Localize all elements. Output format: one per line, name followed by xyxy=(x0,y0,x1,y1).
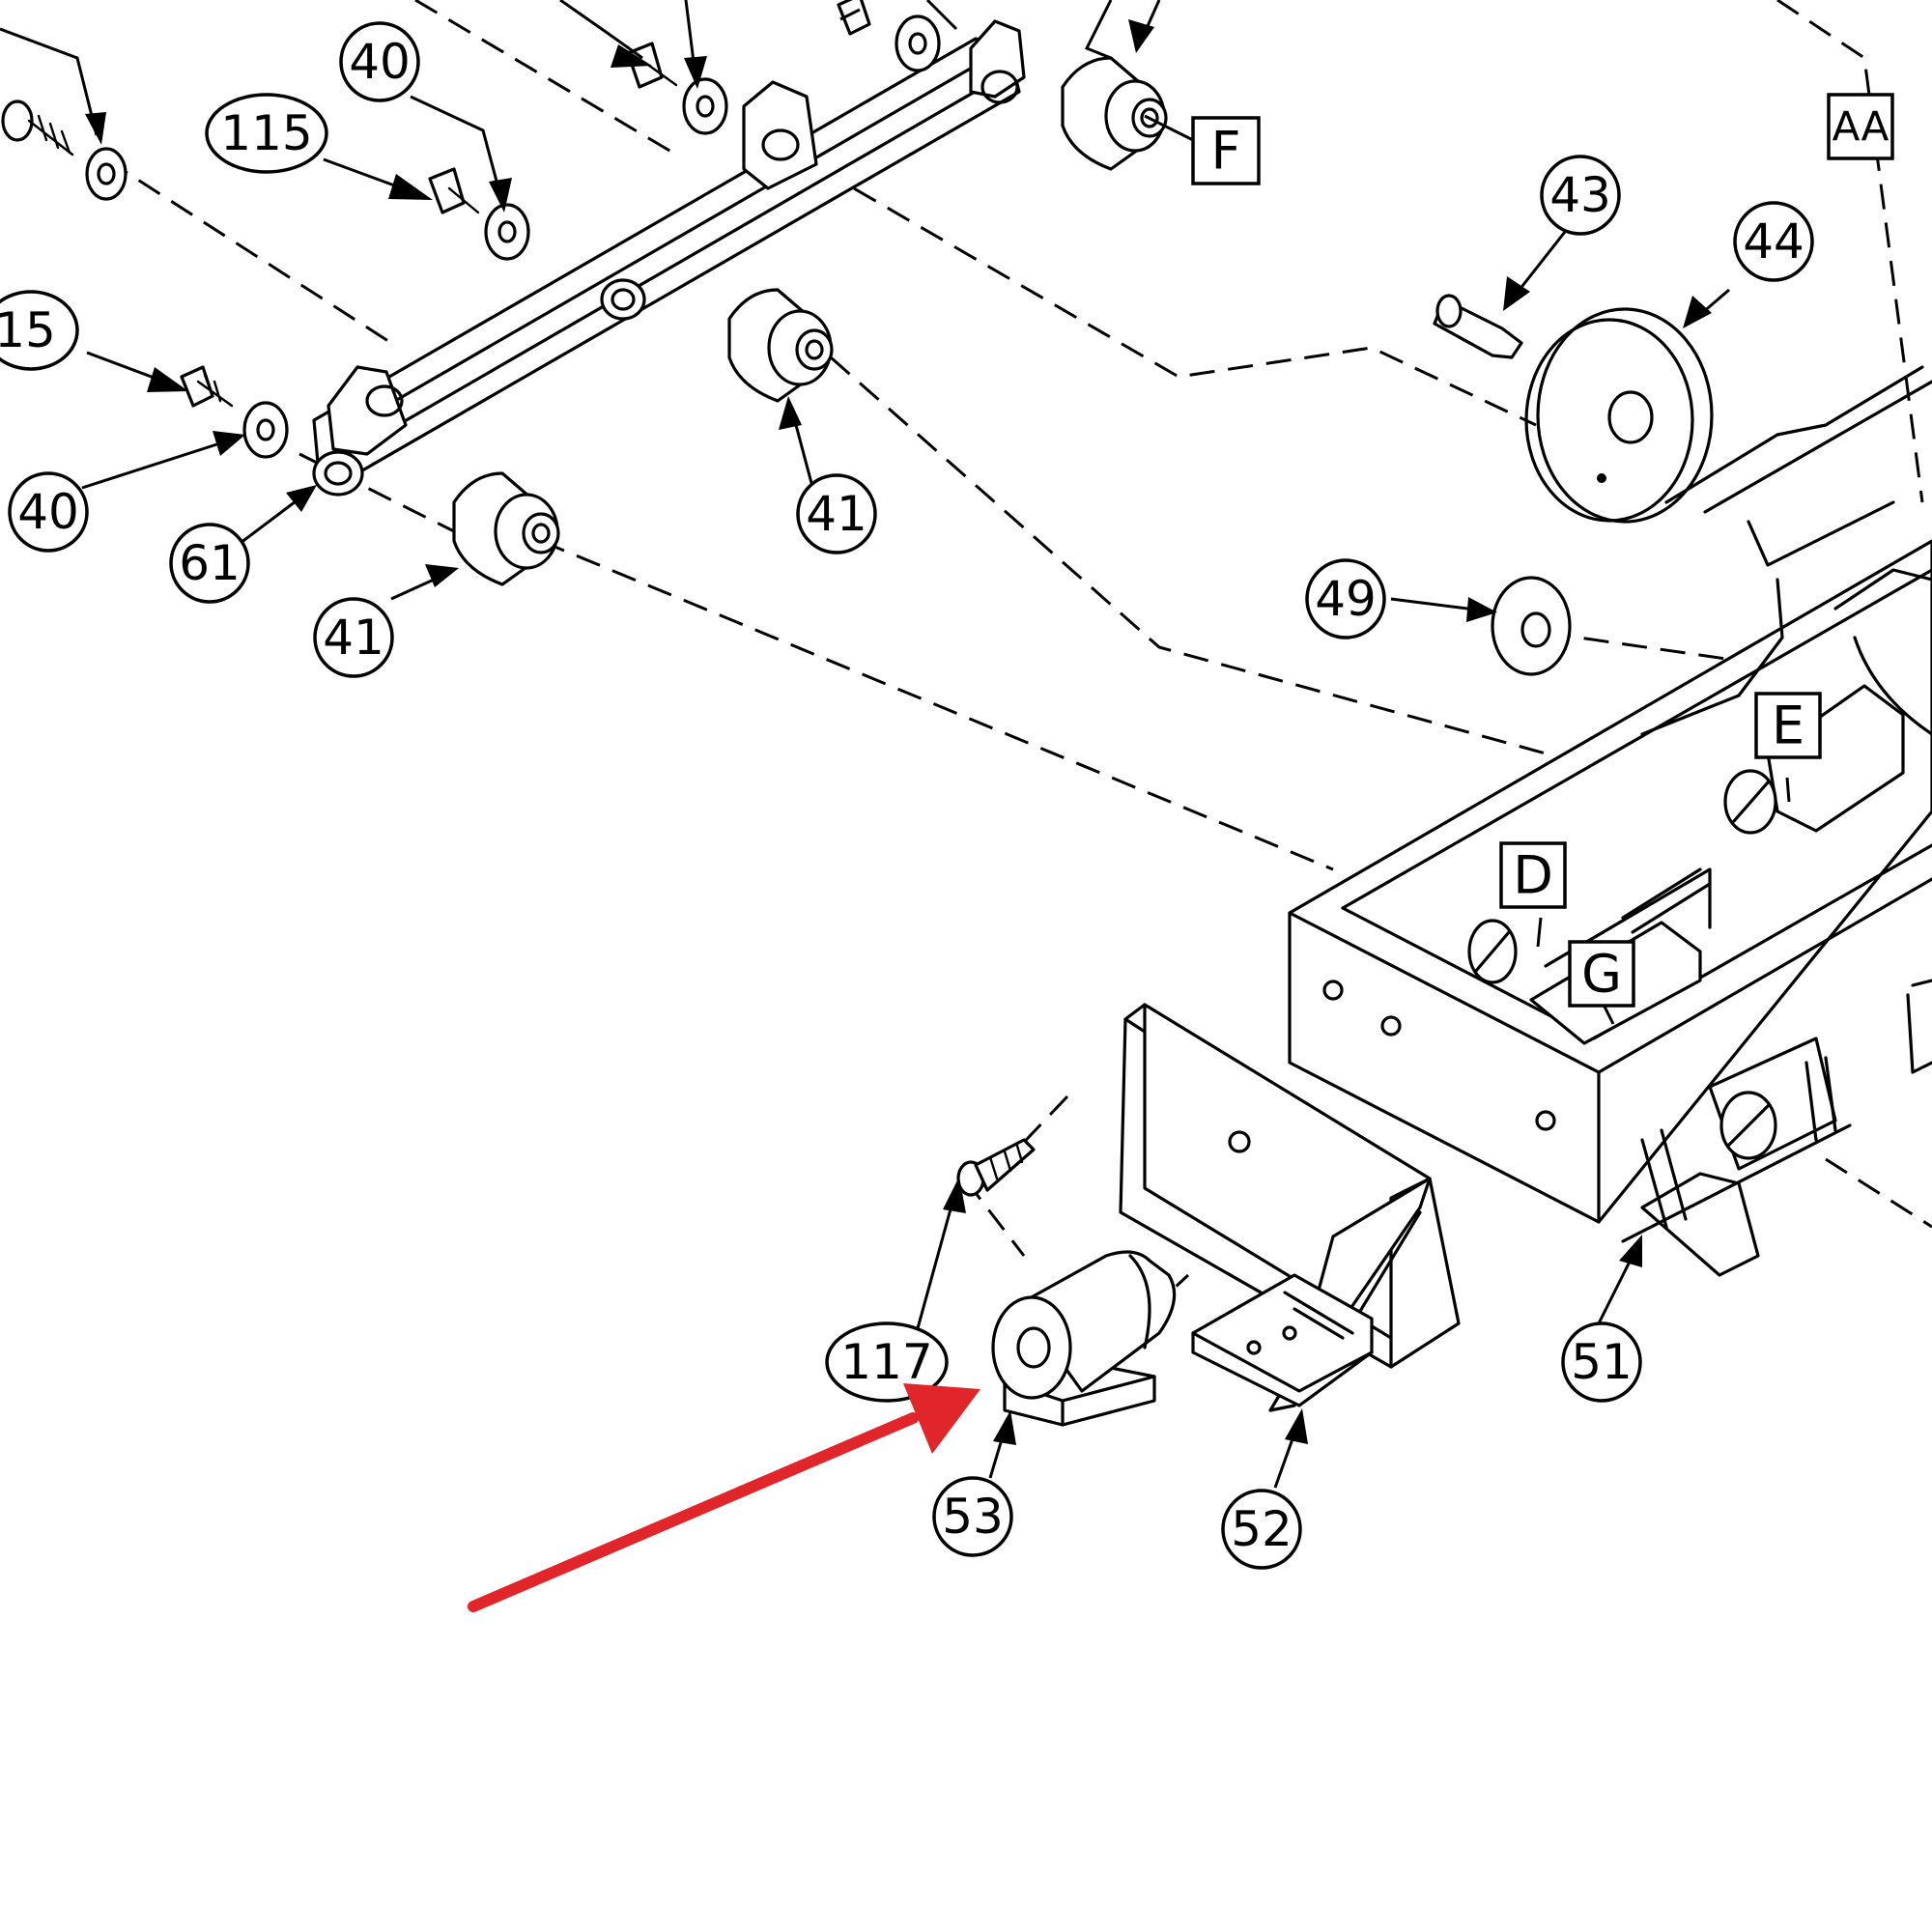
bushing-41-left xyxy=(452,471,560,586)
bracket-52 xyxy=(1119,1003,1461,1412)
callout-label: 15 xyxy=(0,302,56,358)
callout-label: 40 xyxy=(17,484,79,540)
ref-label: D xyxy=(1513,845,1553,906)
ref-box-G: G xyxy=(1568,940,1635,1008)
ref-box-F: F xyxy=(1191,116,1261,185)
assembly-guide-lines xyxy=(105,0,1932,1393)
leader-lines xyxy=(0,0,1791,1489)
bushing-41-right xyxy=(727,288,834,403)
callout-label: 53 xyxy=(942,1489,1004,1545)
callout-40-upper: 40 xyxy=(339,21,420,102)
callout-41-left: 41 xyxy=(313,597,394,678)
ref-label: F xyxy=(1210,121,1240,182)
linkage-bar xyxy=(312,19,1026,497)
callout-label: 115 xyxy=(220,105,312,161)
callout-52: 52 xyxy=(1221,1489,1302,1570)
callout-label: 61 xyxy=(179,535,241,591)
bushing-top-right xyxy=(1061,56,1168,171)
callout-117: 117 xyxy=(825,1321,949,1403)
callout-41-right: 41 xyxy=(796,473,877,554)
ref-box-AA: AA xyxy=(1827,93,1894,160)
washer-49 xyxy=(1491,576,1572,676)
callout-label: 40 xyxy=(349,34,411,90)
screw-117 xyxy=(956,1138,1036,1197)
callout-label: 41 xyxy=(806,486,867,542)
pin-43 xyxy=(1433,294,1523,359)
callout-115-upper: 115 xyxy=(205,93,328,174)
ref-label: E xyxy=(1772,696,1804,756)
callout-53: 53 xyxy=(932,1476,1013,1557)
callout-61: 61 xyxy=(169,523,250,604)
callout-51: 51 xyxy=(1561,1321,1642,1403)
callout-15: 15 xyxy=(0,290,79,371)
ref-label: AA xyxy=(1833,103,1889,151)
callout-43: 43 xyxy=(1540,155,1621,236)
screw-far-left xyxy=(1,99,74,156)
callout-label: 117 xyxy=(840,1334,932,1390)
ref-box-D: D xyxy=(1499,841,1567,909)
callout-label: 51 xyxy=(1571,1334,1633,1390)
washer-top-right xyxy=(895,14,941,72)
screw-115-lower xyxy=(180,365,234,408)
ref-box-E: E xyxy=(1754,692,1822,759)
callout-49: 49 xyxy=(1305,558,1386,639)
red-highlight-arrow xyxy=(468,1383,980,1612)
washer-40-upper xyxy=(484,203,530,261)
screw-top-right xyxy=(837,0,871,36)
callout-label: 43 xyxy=(1549,167,1611,223)
disc-44 xyxy=(1524,307,1714,524)
callout-40-lower: 40 xyxy=(8,471,89,553)
part-53 xyxy=(991,1250,1177,1427)
washer-40-lower xyxy=(242,401,289,459)
washer-top-center xyxy=(682,77,728,135)
lock-washer-far-left xyxy=(85,147,128,201)
callout-label: 44 xyxy=(1743,213,1804,270)
callout-label: 52 xyxy=(1231,1501,1293,1557)
callout-label: 49 xyxy=(1315,571,1377,627)
screw-115-upper xyxy=(428,167,480,214)
callout-label: 41 xyxy=(323,610,384,666)
ref-label: G xyxy=(1581,944,1622,1005)
callout-44: 44 xyxy=(1733,201,1814,282)
